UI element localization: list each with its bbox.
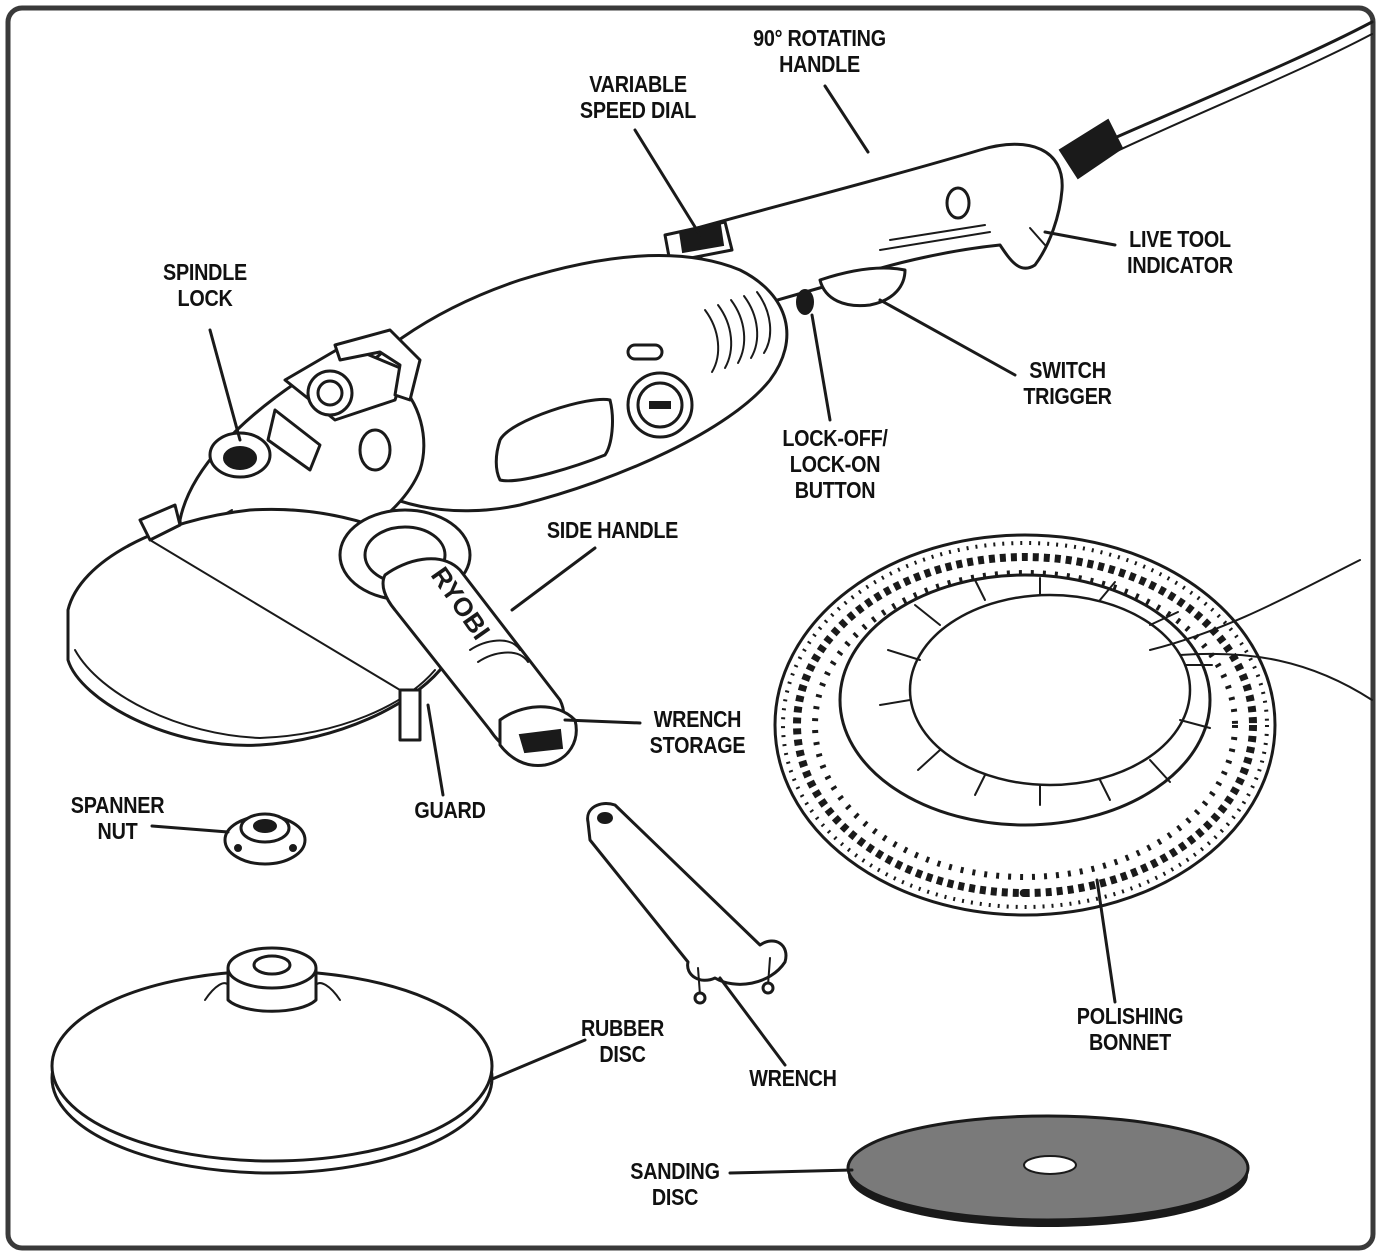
air-vents — [704, 291, 772, 373]
sanding-disc — [846, 1114, 1250, 1227]
leader-lines — [150, 84, 1117, 1175]
side-handle: RYOBI — [338, 508, 578, 768]
label-side-handle: SIDE HANDLE — [546, 517, 679, 543]
polishing-bonnet — [773, 533, 1373, 917]
rubber-disc — [50, 946, 494, 1175]
spanner-nut — [223, 812, 307, 866]
frame-border — [5, 5, 1376, 1251]
label-guard: GUARD — [414, 797, 486, 823]
power-cord — [1058, 20, 1374, 180]
label-wrench: WRENCH — [749, 1065, 837, 1091]
wrench-tool — [586, 802, 788, 1005]
